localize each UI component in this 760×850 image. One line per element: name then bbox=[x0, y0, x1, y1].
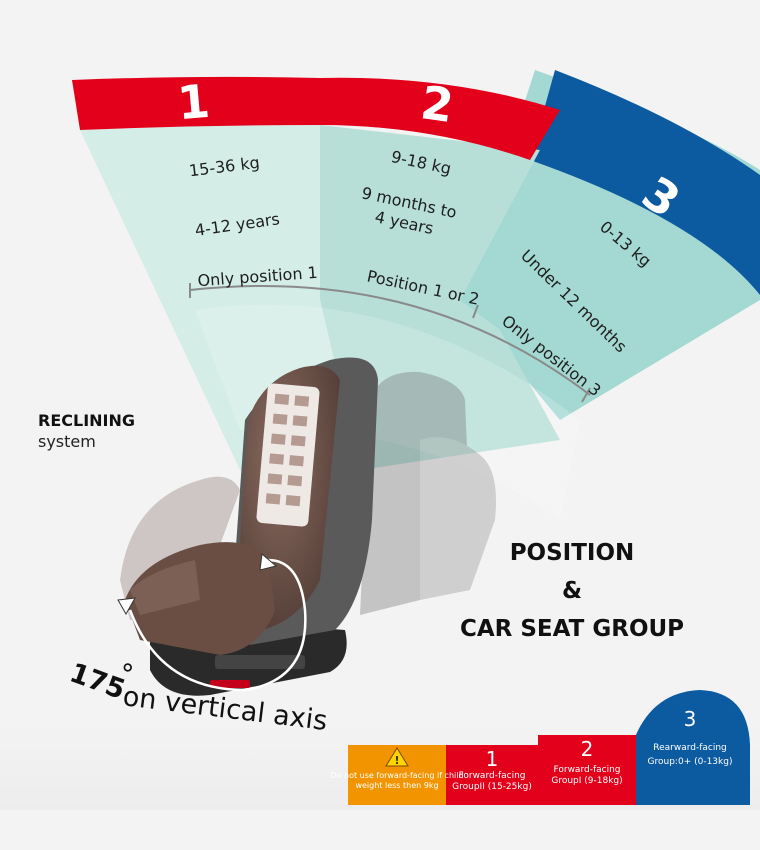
legend-group-1-number: 1 bbox=[486, 747, 499, 771]
legend-group-3-line2: Group:0+ (0-13kg) bbox=[648, 757, 733, 767]
warning-icon bbox=[385, 747, 409, 767]
sector-2-number: 2 bbox=[418, 75, 457, 133]
sector-3-band bbox=[530, 70, 760, 295]
legend-group-1-box bbox=[446, 745, 538, 805]
group-legend: ! Do not use forward-facing if child wei… bbox=[330, 690, 750, 805]
sector-2: 2 9-18 kg 9 months to 4 years bbox=[320, 75, 560, 470]
legend-group-1-line1: Forward-facing bbox=[459, 771, 526, 781]
rotation-arrowhead-left-icon bbox=[117, 597, 136, 616]
seat-ghost-rear bbox=[360, 371, 496, 615]
sector-1-number: 1 bbox=[175, 74, 212, 131]
position-scale-line bbox=[189, 285, 591, 396]
scale-tick-end bbox=[581, 387, 591, 403]
title-line-1: POSITION bbox=[510, 540, 635, 566]
sector-2-wedge bbox=[320, 125, 560, 470]
legend-warning-line1: Do not use forward-facing if child bbox=[330, 771, 463, 780]
legend-group-2-line2: GroupI (9-18kg) bbox=[551, 776, 622, 786]
legend-warning-line2: weight less then 9kg bbox=[355, 781, 438, 790]
warning-icon-mark: ! bbox=[394, 754, 399, 767]
inner-arc-region bbox=[195, 304, 580, 520]
legend-group-1-line2: GroupII (15-25kg) bbox=[452, 782, 532, 792]
sector-2-band bbox=[320, 77, 560, 160]
reclining-title: RECLINING bbox=[38, 411, 135, 430]
sector-1-band bbox=[72, 76, 320, 130]
rotation-arrowhead-right-icon bbox=[259, 553, 278, 571]
title-line-3: CAR SEAT GROUP bbox=[460, 616, 684, 642]
legend-group-2-box bbox=[538, 735, 636, 805]
title-line-2: & bbox=[562, 578, 582, 604]
scale-tick-mid bbox=[472, 304, 479, 319]
legend-group-3-tab bbox=[632, 690, 750, 805]
seat-cushion-highlight bbox=[130, 560, 200, 615]
legend-group-2-number: 2 bbox=[581, 737, 594, 761]
instruction-label-glyphs bbox=[265, 393, 310, 507]
legend-group-3-line1: Rearward-facing bbox=[653, 743, 727, 753]
reclining-subtitle: system bbox=[38, 432, 96, 451]
legend-group-3-number: 3 bbox=[684, 707, 697, 731]
legend-group-2-line1: Forward-facing bbox=[554, 765, 621, 775]
